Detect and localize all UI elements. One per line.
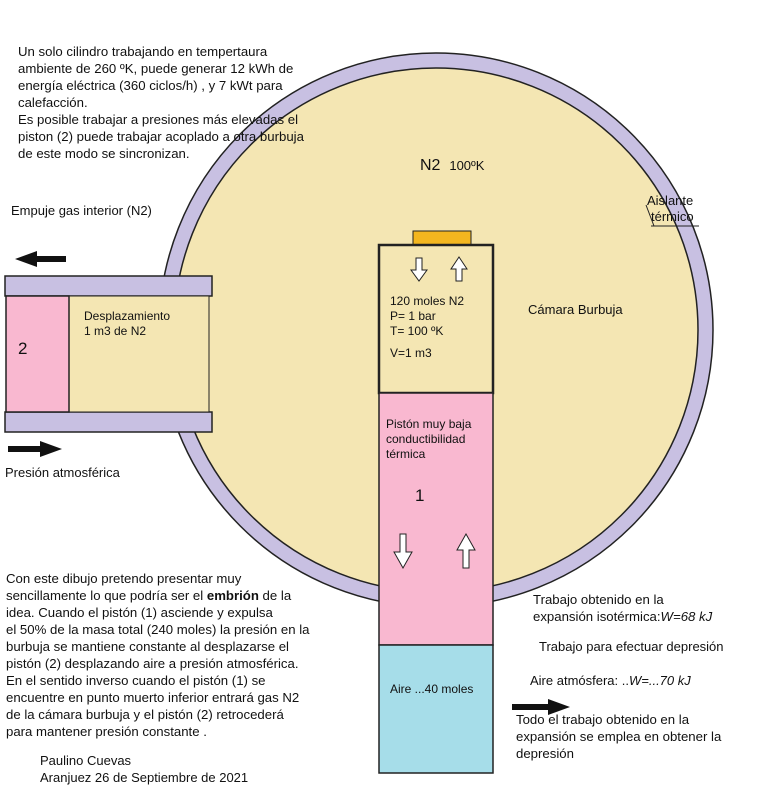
- piston-1-description: Pistón muy baja conductibilidad térmica: [386, 417, 472, 461]
- push-label: Empuje gas interior (N2): [11, 203, 152, 218]
- gas-state: 120 moles N2 P= 1 bar T= 100 ºK: [390, 294, 465, 338]
- n2-symbol: N2: [420, 157, 441, 174]
- cylinder-wall-top: [4, 275, 213, 297]
- arrow-right-work: [512, 699, 570, 715]
- piston-2-number: 2: [18, 339, 28, 358]
- arrow-down-piston: [393, 533, 413, 570]
- arrow-left-push: [15, 251, 66, 267]
- depression-work: Trabajo para efectuar depresión: [539, 639, 724, 654]
- n2-temperature: 100ºK: [449, 158, 485, 173]
- arrow-up-piston: [456, 532, 476, 569]
- description-bold: embrión: [206, 588, 259, 603]
- piston-2: [5, 295, 70, 413]
- cylinder-wall-bottom: [4, 411, 213, 433]
- insulation-label-line1: Aislante: [647, 193, 694, 208]
- air-chamber: [378, 644, 494, 774]
- displacement-label: Desplazamiento 1 m3 de N2: [84, 309, 171, 338]
- insulation-pointer: [645, 204, 655, 227]
- date-place: Aranjuez 26 de Septiembre de 2021: [40, 770, 249, 785]
- chamber-label: Cámara Burbuja: [528, 302, 623, 317]
- description-part2: de la idea. Cuando el pistón (1) asciend…: [6, 588, 310, 739]
- expansion-work-text: Trabajo obtenido en la expansión isotérm…: [533, 592, 664, 624]
- arrow-up-gas: [450, 256, 468, 282]
- piston-1: [378, 392, 494, 646]
- description-text: Con este dibujo pretendo presentar muy s…: [6, 570, 371, 740]
- gas-volume: V=1 m3: [390, 346, 432, 360]
- atm-air-work-text: Aire atmósfera: ..: [530, 673, 629, 688]
- piston-1-number: 1: [415, 486, 425, 505]
- intro-text: Un solo cilindro trabajando en tempertau…: [18, 44, 304, 161]
- atm-pressure-label: Presión atmosférica: [5, 465, 120, 480]
- cylinder-gas-space: [68, 295, 210, 413]
- vertical-cylinder-gas: [377, 243, 495, 395]
- all-work-note: Todo el trabajo obtenido en la expansión…: [516, 712, 722, 761]
- valve: [412, 230, 472, 246]
- air-moles: Aire ...40 moles: [390, 682, 474, 696]
- atm-air-work: Aire atmósfera: ..W=...70 kJ: [530, 673, 691, 689]
- insulation-label: Aislante térmico: [647, 193, 694, 225]
- arrow-down-gas: [410, 257, 428, 282]
- n2-label: N2 100ºK: [420, 158, 484, 174]
- expansion-work: Trabajo obtenido en la expansión isotérm…: [533, 591, 753, 625]
- author: Paulino Cuevas: [40, 753, 132, 768]
- insulation-label-line2: térmico: [651, 209, 694, 224]
- atm-air-work-value: W=...70 kJ: [628, 673, 691, 688]
- expansion-work-value: W=68 kJ: [660, 609, 713, 624]
- description-part1: Con este dibujo pretendo presentar muy s…: [6, 571, 242, 603]
- arrow-right-atm: [8, 441, 62, 457]
